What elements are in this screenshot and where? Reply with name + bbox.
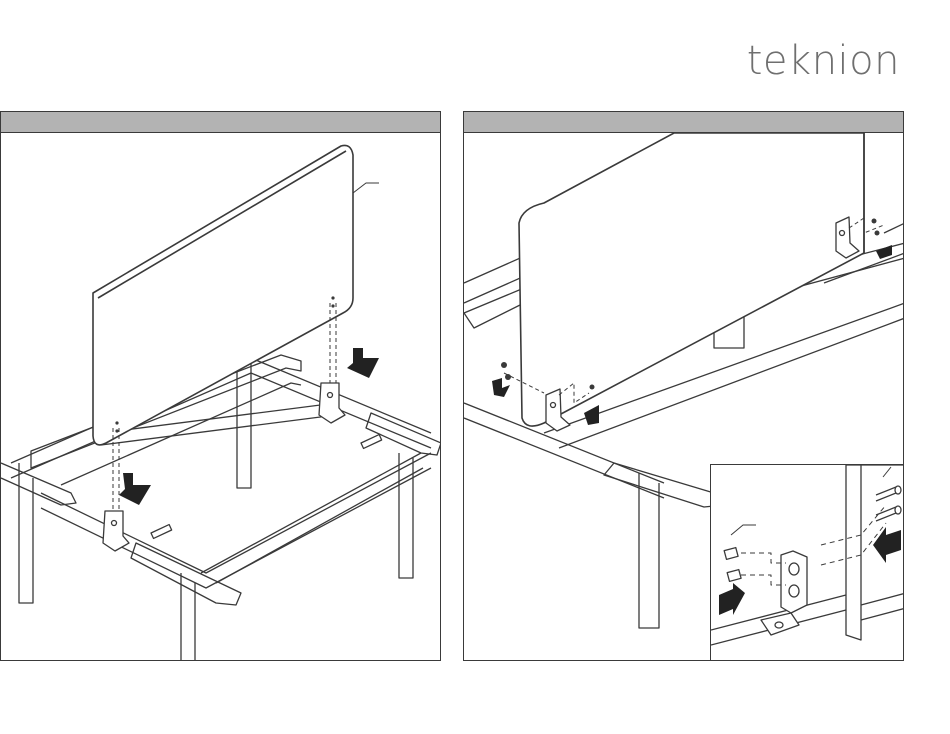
screen-panel (519, 133, 864, 426)
step-panel-left (0, 111, 441, 661)
bracket-front (103, 511, 129, 551)
detail-diagram (711, 465, 904, 661)
teknion-logo: teknion (747, 38, 900, 84)
detail-inset (710, 464, 904, 661)
table-legs (19, 343, 413, 661)
panel-header-left (1, 112, 440, 133)
frame-rails (1, 355, 441, 605)
guide-lines-detail (741, 505, 886, 585)
screw-detail (724, 467, 901, 581)
install-screen-diagram (1, 133, 441, 661)
bracket-rear (319, 383, 345, 423)
step-panel-right (463, 111, 904, 661)
panel-header-right (464, 112, 903, 133)
